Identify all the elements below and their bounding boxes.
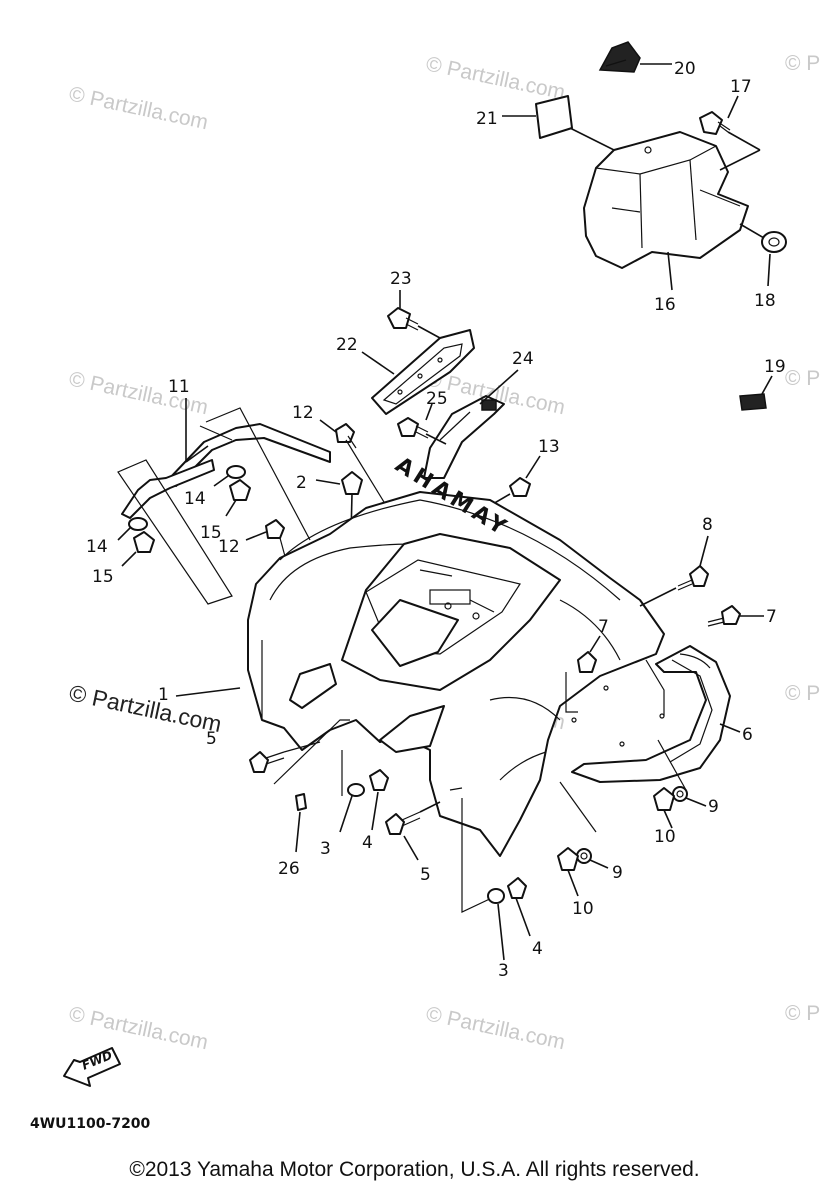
- callout-numbers: 20 21 17 16 18 19 23 22 24 25 11 12 13 2…: [86, 59, 786, 981]
- callout-2: 2: [296, 473, 307, 493]
- part-1-rear-fender: YAMAHA: [175, 450, 665, 857]
- watermark: © Partzilla.com: [424, 1002, 567, 1054]
- callout-26: 26: [278, 859, 300, 879]
- callout-18: 18: [754, 291, 776, 311]
- part-19-pad: [739, 375, 773, 411]
- callout-3: 3: [498, 961, 509, 981]
- part-7-bolts: [577, 605, 764, 673]
- part-17-bolt: [699, 95, 761, 171]
- part-9-10-hardware-right: [557, 786, 707, 897]
- part-3-4-hardware-left: [273, 719, 389, 853]
- callout-22: 22: [336, 335, 358, 355]
- fwd-arrow-icon: FWD: [63, 1047, 121, 1087]
- callout-20: 20: [674, 59, 696, 79]
- callout-3: 3: [320, 839, 331, 859]
- callout-7: 7: [766, 607, 777, 627]
- part-3-4-hardware-lower: [449, 787, 531, 961]
- part-11-rails: [117, 398, 331, 605]
- diagram-code: 4WU1100-7200: [30, 1116, 151, 1132]
- callout-11: 11: [168, 377, 190, 397]
- callout-16: 16: [654, 295, 676, 315]
- callout-25: 25: [426, 389, 448, 409]
- watermark-dark: © Partzilla.com: [67, 679, 224, 737]
- watermark: © Partzilla.com: [67, 1002, 210, 1054]
- part-25-bolt: [397, 403, 447, 445]
- part-14-15-hardware: [117, 465, 251, 567]
- callout-5: 5: [420, 865, 431, 885]
- callout-13: 13: [538, 437, 560, 457]
- callout-4: 4: [532, 939, 543, 959]
- part-23-bolt: [387, 290, 441, 339]
- part-8-bolt: [639, 535, 709, 607]
- callout-17: 17: [730, 77, 752, 97]
- watermark: © P: [785, 52, 820, 75]
- callout-4: 4: [362, 833, 373, 853]
- callout-15: 15: [92, 567, 114, 587]
- callout-8: 8: [702, 515, 713, 535]
- callout-12: 12: [218, 537, 240, 557]
- part-20-clip: [598, 41, 672, 73]
- callout-1: 1: [158, 685, 169, 705]
- part-13-bolt: [485, 455, 541, 509]
- callout-21: 21: [476, 109, 498, 129]
- part-6-guard: [559, 645, 741, 833]
- callout-12: 12: [292, 403, 314, 423]
- callout-14: 14: [86, 537, 108, 557]
- callout-15: 15: [200, 523, 222, 543]
- part-12-bolts: [245, 419, 385, 561]
- watermark: © P: [785, 367, 820, 390]
- part-21-pad: [502, 95, 615, 151]
- callout-23: 23: [390, 269, 412, 289]
- part-16-cover: [583, 131, 749, 291]
- callout-9: 9: [612, 863, 623, 883]
- watermark: © Partzilla.com: [67, 82, 210, 134]
- part-18-nut: [739, 223, 787, 287]
- watermark: © P: [785, 1002, 820, 1025]
- part-5-bolts: [249, 741, 441, 861]
- callout-10: 10: [572, 899, 594, 919]
- copyright-notice: ©2013 Yamaha Motor Corporation, U.S.A. A…: [129, 1158, 700, 1181]
- callout-5: 5: [206, 729, 217, 749]
- callout-6: 6: [742, 725, 753, 745]
- watermark: © Partzilla.com: [424, 52, 567, 104]
- callout-10: 10: [654, 827, 676, 847]
- part-24-bracket: [423, 369, 519, 479]
- callout-19: 19: [764, 357, 786, 377]
- callout-9: 9: [708, 797, 719, 817]
- callout-7: 7: [598, 617, 609, 637]
- callout-24: 24: [512, 349, 534, 369]
- watermark: © P: [785, 682, 820, 705]
- callout-14: 14: [184, 489, 206, 509]
- part-22-plate: [361, 329, 475, 415]
